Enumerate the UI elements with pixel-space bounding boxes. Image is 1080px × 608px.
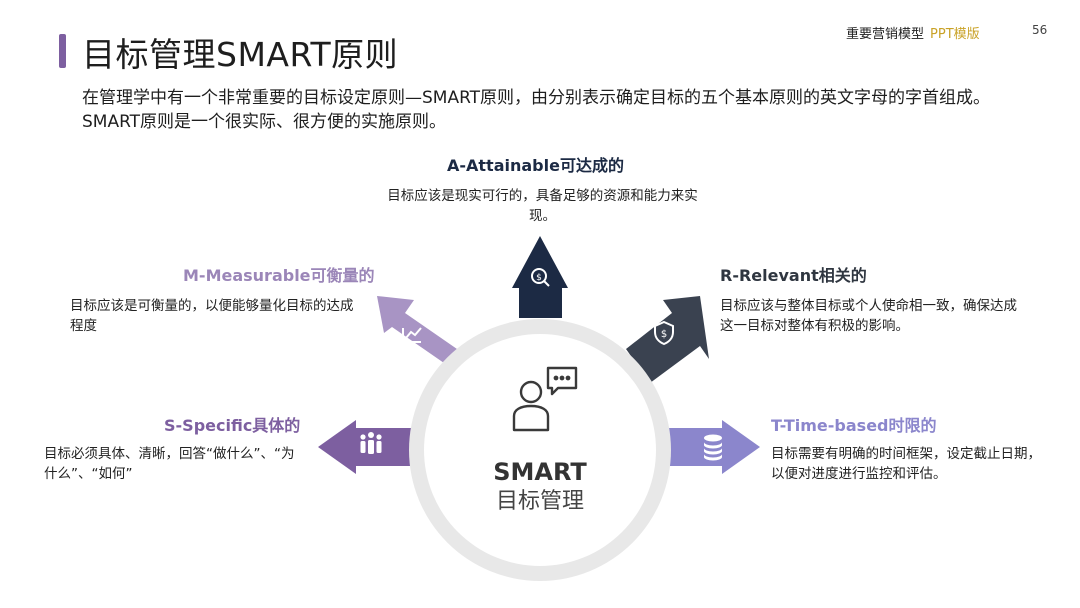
svg-text:$: $ (536, 273, 542, 283)
center-circle (409, 319, 671, 581)
search-money-icon: $ (531, 268, 550, 287)
intro-paragraph: 在管理学中有一个非常重要的目标设定原则—SMART原则，由分别表示确定目标的五个… (82, 88, 991, 132)
people-icon (360, 432, 382, 454)
measurable-heading: M-Measurable可衡量的 (183, 266, 375, 285)
arrow-attainable: $ (512, 236, 568, 318)
svg-text:$: $ (661, 329, 667, 340)
template-tag: PPT模版 (930, 27, 980, 42)
header-brand: 重要营销模型 PPT模版 (846, 23, 980, 42)
center-title: SMART (493, 458, 587, 486)
arrow-time-based (668, 420, 760, 474)
coins-icon (704, 434, 722, 461)
brand-label: 重要营销模型 (846, 27, 925, 42)
attainable-desc: 目标应该是现实可行的，具备足够的资源和能力来实现。 (387, 188, 698, 224)
arrow-measurable (377, 296, 457, 383)
center-subtitle: 目标管理 (496, 489, 584, 514)
specific-desc: 目标必须具体、清晰，回答“做什么”、“为什么”、“如何” (44, 446, 295, 482)
arrow-relevant: $ (626, 296, 709, 383)
title-accent-bar (59, 34, 66, 68)
person-chat-icon (512, 366, 578, 432)
relevant-desc: 目标应该与整体目标或个人使命相一致，确保达成这一目标对整体有积极的影响。 (720, 298, 1017, 334)
measurable-desc: 目标应该是可衡量的，以便能够量化目标的达成程度 (70, 298, 354, 334)
specific-heading: S-Specific具体的 (164, 416, 301, 435)
attainable-heading: A-Attainable可达成的 (447, 156, 624, 175)
relevant-heading: R-Relevant相关的 (720, 266, 867, 285)
time-based-heading: T-Time-based时限的 (771, 416, 937, 435)
page-title: 目标管理SMART原则 (82, 35, 399, 74)
time-based-desc: 目标需要有明确的时间框架，设定截止日期，以便对进度进行监控和评估。 (771, 446, 1041, 482)
page-number: 56 (1032, 23, 1048, 37)
chart-up-icon (402, 327, 422, 343)
arrow-specific (318, 420, 412, 474)
dollar-shield-icon: $ (654, 320, 674, 346)
